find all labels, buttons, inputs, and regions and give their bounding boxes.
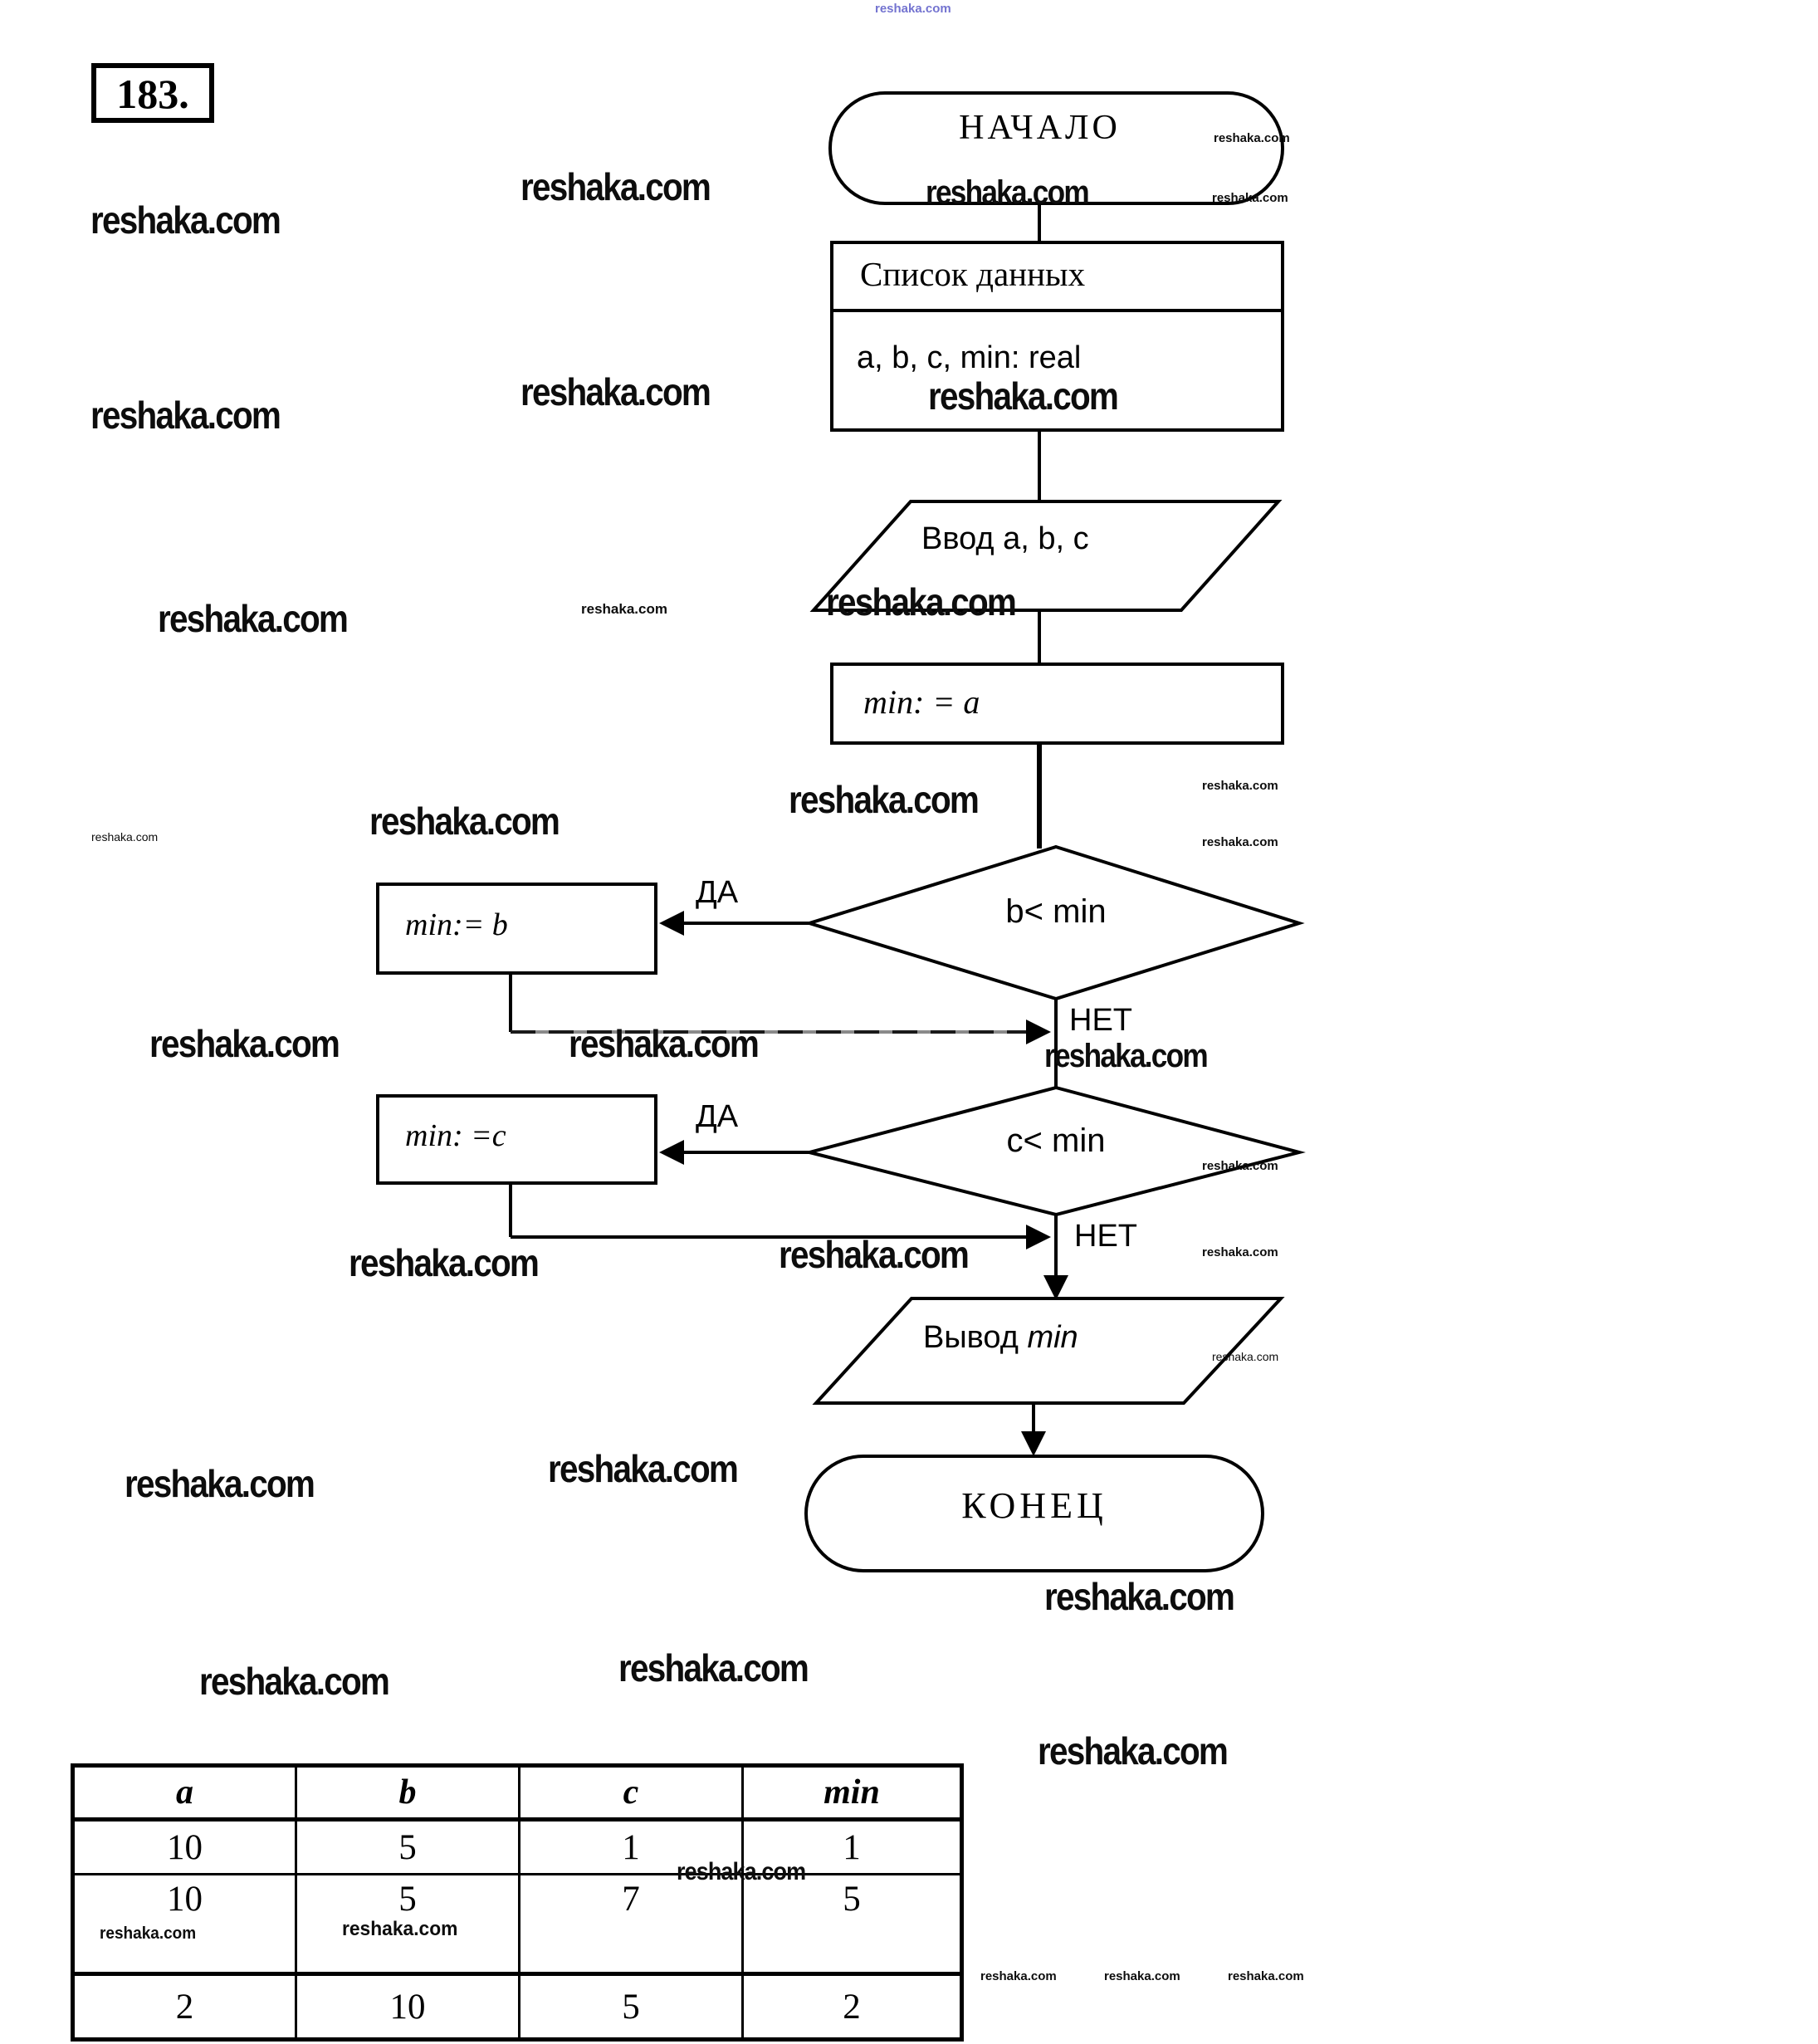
end-terminator-shape <box>804 1455 1264 1572</box>
watermark: reshaka.com <box>569 1022 760 1065</box>
start-label: НАЧАЛО <box>959 109 1121 147</box>
cell-b: 5 <box>295 1818 520 1875</box>
column-header-c: c <box>518 1764 744 1822</box>
watermark: reshaka.com <box>980 1969 1057 1983</box>
input-label: Ввод a, b, c <box>921 521 1089 556</box>
data-list-box-shape <box>830 241 1284 432</box>
output-label: Вывод min <box>923 1320 1078 1356</box>
watermark: reshaka.com <box>91 830 159 844</box>
arrowhead-junction-c <box>1026 1225 1051 1249</box>
watermark: reshaka.com <box>1202 835 1278 849</box>
watermark: reshaka.com <box>369 800 560 843</box>
watermark: reshaka.com <box>520 165 711 208</box>
arrowhead-into-assignb <box>659 911 684 936</box>
watermark: reshaka.com <box>1228 1969 1304 1983</box>
watermark: reshaka.com <box>158 597 349 640</box>
assign-c-box-shape <box>376 1094 657 1185</box>
input-parallelogram-shape <box>809 500 1283 612</box>
watermark: reshaka.com <box>926 174 1090 211</box>
watermark: reshaka.com <box>826 580 1017 623</box>
watermark: reshaka.com <box>581 601 667 617</box>
decision-b-label: b< min <box>1005 893 1107 930</box>
watermark: reshaka.com <box>779 1233 970 1276</box>
cell-b: 10 <box>295 1973 520 2041</box>
cell-a: 10 <box>71 1873 297 1976</box>
watermark: reshaka.com <box>618 1646 809 1689</box>
table-row: 2 10 5 2 <box>71 1973 963 2041</box>
watermark: reshaka.com <box>1202 1245 1278 1259</box>
watermark: reshaka.com <box>1104 1969 1180 1983</box>
watermark: reshaka.com <box>199 1660 390 1703</box>
trace-table-header-row: a b c min <box>71 1764 963 1822</box>
watermark: reshaka.com <box>1202 779 1278 793</box>
cell-b: 5 <box>295 1873 520 1976</box>
start-terminator-shape <box>828 91 1284 205</box>
watermark: reshaka.com <box>90 394 281 437</box>
watermark: reshaka.com <box>875 2 951 16</box>
assign-a-label: min: = a <box>863 683 980 721</box>
watermark: reshaka.com <box>548 1447 739 1490</box>
table-row: 10 5 7 5 <box>71 1873 963 1976</box>
column-header-b: b <box>295 1764 520 1822</box>
watermark: reshaka.com <box>1202 1159 1278 1173</box>
watermark: reshaka.com <box>149 1022 340 1065</box>
cell-c: 1 <box>518 1818 744 1875</box>
assign-b-label: min:= b <box>405 907 508 942</box>
end-label: КОНЕЦ <box>961 1485 1107 1526</box>
cell-c: 5 <box>518 1973 744 2041</box>
watermark: reshaka.com <box>789 778 980 821</box>
no-label-b: НЕТ <box>1069 1003 1132 1038</box>
no-label-c: НЕТ <box>1074 1219 1137 1254</box>
cell-a: 10 <box>71 1818 297 1875</box>
cell-min: 1 <box>741 1818 963 1875</box>
cell-c: 7 <box>518 1873 744 1976</box>
trace-table: a b c min 10 5 1 1 10 5 7 5 2 10 5 <box>71 1763 964 2042</box>
column-header-a: a <box>71 1764 297 1822</box>
arrowhead-junction-b <box>1026 1020 1051 1044</box>
assign-c-label: min: =c <box>405 1118 506 1153</box>
problem-number: 183. <box>91 63 214 123</box>
cell-min: 2 <box>741 1973 963 2041</box>
yes-label-c: ДА <box>696 1099 739 1134</box>
assign-b-box-shape <box>376 883 657 975</box>
watermark: reshaka.com <box>100 1924 197 1943</box>
yes-label-b: ДА <box>696 875 739 910</box>
watermark: reshaka.com <box>677 1858 806 1885</box>
watermark: reshaka.com <box>1044 1038 1209 1074</box>
output-label-prefix: Вывод <box>923 1320 1019 1355</box>
watermark: reshaka.com <box>125 1462 315 1505</box>
output-parallelogram-shape <box>812 1297 1285 1405</box>
watermark: reshaka.com <box>1038 1729 1229 1773</box>
cell-min: 5 <box>741 1873 963 1976</box>
column-header-min: min <box>741 1764 963 1822</box>
cell-a: 2 <box>71 1973 297 2041</box>
data-list-body: a, b, c, min: real <box>857 340 1082 375</box>
arrowhead-into-end <box>1021 1431 1046 1456</box>
assign-a-box-shape <box>830 663 1284 745</box>
watermark: reshaka.com <box>1044 1575 1235 1618</box>
watermark: reshaka.com <box>90 198 281 242</box>
arrowhead-into-assignc <box>659 1140 684 1165</box>
watermark: reshaka.com <box>349 1241 540 1284</box>
watermark: reshaka.com <box>1212 1350 1279 1363</box>
watermark: reshaka.com <box>342 1918 458 1940</box>
watermark: reshaka.com <box>1214 131 1290 145</box>
decision-c-label: c< min <box>1006 1122 1106 1159</box>
output-label-var: min <box>1027 1320 1078 1355</box>
arrowhead-into-output <box>1043 1275 1068 1300</box>
watermark: reshaka.com <box>1212 191 1288 205</box>
watermark: reshaka.com <box>928 374 1119 418</box>
table-row: 10 5 1 1 <box>71 1818 963 1875</box>
watermark: reshaka.com <box>520 370 711 413</box>
data-list-title: Список данных <box>860 255 1086 293</box>
